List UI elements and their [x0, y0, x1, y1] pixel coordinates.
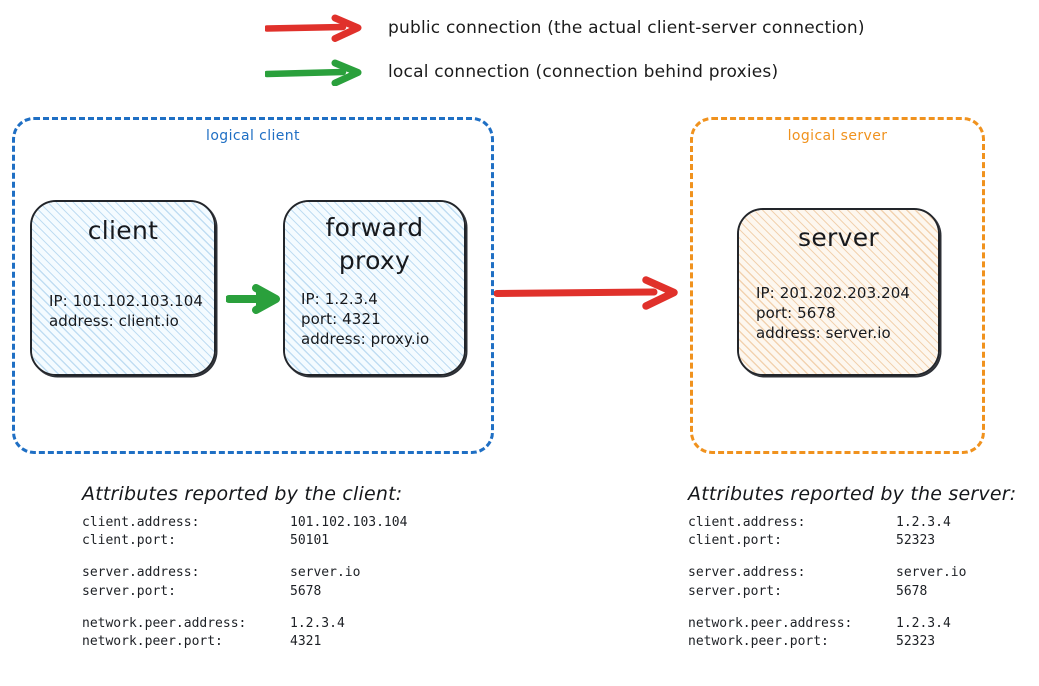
attr-key: network.peer.port:	[688, 633, 829, 649]
attr-value: 5678	[290, 583, 322, 599]
attr-value: 1.2.3.4	[896, 615, 951, 631]
public-connection-arrow	[493, 272, 682, 318]
server-attributes-title: Attributes reported by the server:	[688, 483, 1017, 505]
table-row: server.address: server.io	[688, 564, 1038, 582]
attr-key: network.peer.address:	[688, 615, 853, 631]
node-proxy-address: address: proxy.io	[301, 329, 430, 348]
attr-group: server.address: server.io server.port: 5…	[688, 564, 1038, 600]
attr-group: server.address: server.io server.port: 5…	[82, 564, 482, 600]
node-server[interactable]: server IP: 201.202.203.204 port: 5678 ad…	[737, 208, 940, 376]
attr-key: client.port:	[688, 533, 782, 549]
node-client-body: IP: 101.102.103.104 address: client.io	[32, 292, 214, 332]
node-server-address: address: server.io	[756, 323, 891, 342]
logical-server-container: logical server	[690, 117, 985, 454]
table-row: network.peer.address: 1.2.3.4	[688, 615, 1038, 633]
attr-key: server.port:	[82, 583, 176, 599]
red-arrow-icon	[265, 14, 363, 42]
table-row: server.port: 5678	[82, 583, 482, 601]
attr-key: network.peer.address:	[82, 615, 247, 631]
server-attributes-block: Attributes reported by the server: clien…	[688, 483, 1038, 665]
attr-key: client.port:	[82, 533, 176, 549]
attr-key: network.peer.port:	[82, 633, 223, 649]
node-client-ip: IP: 101.102.103.104	[49, 292, 204, 310]
attr-key: server.port:	[688, 583, 782, 599]
node-server-port: port: 5678	[756, 303, 836, 322]
table-row: client.address: 101.102.103.104	[82, 514, 482, 532]
table-row: server.port: 5678	[688, 583, 1038, 601]
attr-value: server.io	[896, 565, 967, 581]
attr-value: 1.2.3.4	[896, 515, 951, 530]
client-attributes-block: Attributes reported by the client: clien…	[82, 483, 482, 665]
attr-value: 52323	[896, 633, 936, 649]
attr-key: client.address:	[688, 515, 806, 530]
server-attributes-table: client.address: 1.2.3.4 client.port: 523…	[688, 514, 1038, 651]
legend-row-local: local connection (connection behind prox…	[265, 58, 778, 86]
client-attributes-title: Attributes reported by the client:	[82, 483, 403, 505]
attr-value: 5678	[896, 583, 928, 599]
node-client-title: client	[87, 216, 159, 245]
logical-server-label: logical server	[787, 128, 888, 144]
node-proxy-ip: IP: 1.2.3.4	[301, 290, 378, 308]
node-forward-proxy-title-line2: proxy	[338, 246, 411, 275]
node-forward-proxy-title-line1: forward	[325, 213, 424, 242]
attr-value: server.io	[290, 565, 361, 581]
local-connection-arrow	[225, 282, 284, 320]
attr-group: client.address: 101.102.103.104 client.p…	[82, 514, 482, 550]
attr-value: 1.2.3.4	[290, 615, 345, 631]
attr-key: server.address:	[688, 565, 806, 581]
legend-label-public: public connection (the actual client-ser…	[388, 18, 865, 38]
node-forward-proxy[interactable]: forward proxy IP: 1.2.3.4 port: 4321 add…	[283, 200, 466, 376]
node-client-address: address: client.io	[49, 311, 179, 330]
node-client[interactable]: client IP: 101.102.103.104 address: clie…	[30, 200, 216, 376]
table-row: client.address: 1.2.3.4	[688, 514, 1038, 532]
node-forward-proxy-body: IP: 1.2.3.4 port: 4321 address: proxy.io	[285, 290, 464, 349]
table-row: network.peer.port: 4321	[82, 633, 482, 651]
legend-row-public: public connection (the actual client-ser…	[265, 14, 865, 42]
attr-group: network.peer.address: 1.2.3.4 network.pe…	[688, 615, 1038, 651]
logical-client-container: logical client	[12, 117, 494, 454]
client-attributes-table: client.address: 101.102.103.104 client.p…	[82, 514, 482, 651]
attr-value: 4321	[290, 633, 322, 649]
node-proxy-port: port: 4321	[301, 309, 381, 328]
attr-value: 101.102.103.104	[290, 515, 408, 530]
node-server-body: IP: 201.202.203.204 port: 5678 address: …	[739, 284, 938, 343]
attr-key: server.address:	[82, 565, 200, 581]
attr-key: client.address:	[82, 515, 200, 530]
attr-value: 50101	[290, 533, 330, 549]
table-row: client.port: 50101	[82, 532, 482, 550]
logical-client-label: logical client	[206, 128, 300, 144]
table-row: client.port: 52323	[688, 532, 1038, 550]
node-server-ip: IP: 201.202.203.204	[756, 284, 911, 302]
node-server-title: server	[798, 223, 879, 252]
legend-label-local: local connection (connection behind prox…	[388, 62, 779, 82]
attr-group: client.address: 1.2.3.4 client.port: 523…	[688, 514, 1038, 550]
attr-value: 52323	[896, 533, 936, 549]
table-row: server.address: server.io	[82, 564, 482, 582]
green-arrow-icon	[265, 58, 363, 86]
attr-group: network.peer.address: 1.2.3.4 network.pe…	[82, 615, 482, 651]
table-row: network.peer.address: 1.2.3.4	[82, 615, 482, 633]
table-row: network.peer.port: 52323	[688, 633, 1038, 651]
